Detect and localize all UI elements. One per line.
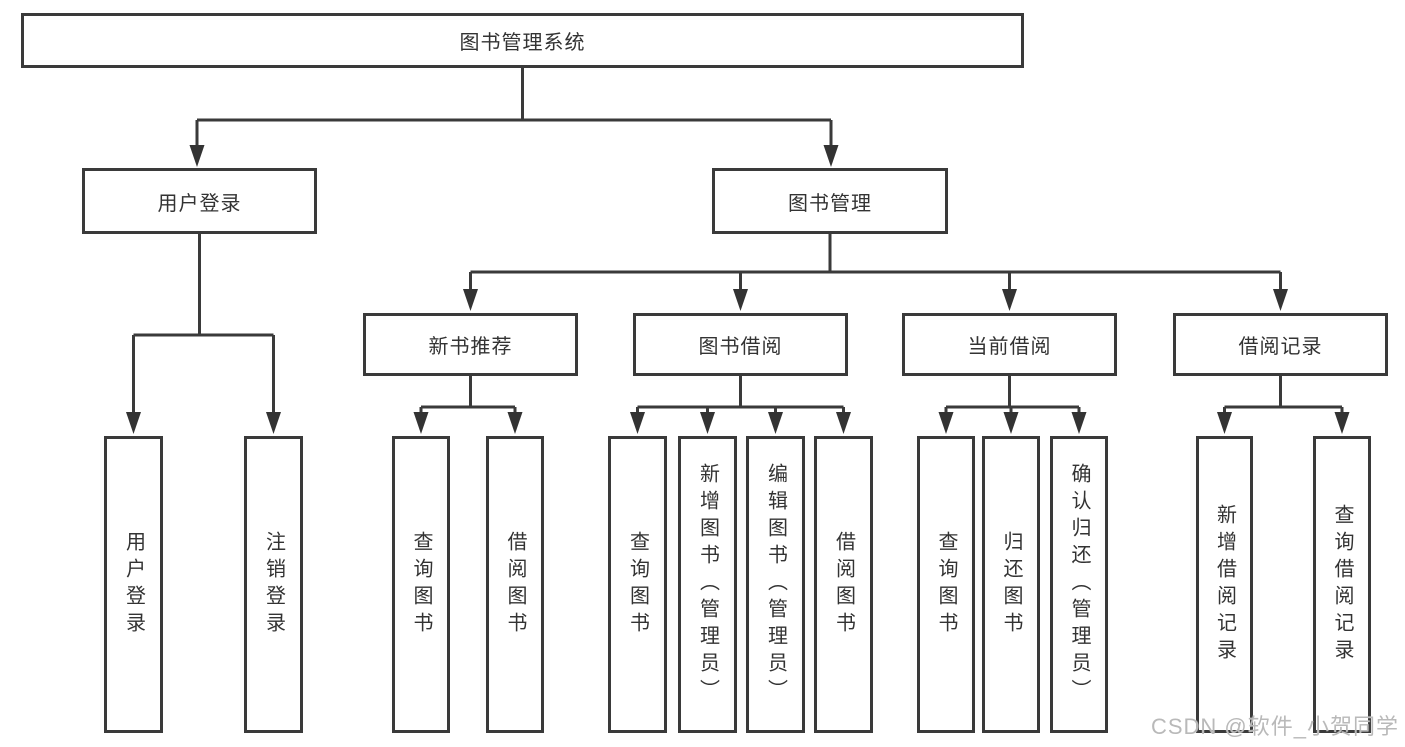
leaf-query-books-recommend: 查询图书 — [392, 436, 450, 733]
node-current-borrow: 当前借阅 — [902, 313, 1117, 376]
node-current-borrow-label: 当前借阅 — [967, 336, 1052, 358]
leaf-confirm-return-admin: 确认归还（管理员） — [1050, 436, 1108, 733]
node-root: 图书管理系统 — [21, 13, 1024, 68]
leaf-return-books-label: 归还图书 — [1000, 530, 1022, 639]
node-borrow-records-label: 借阅记录 — [1238, 336, 1323, 358]
leaf-return-books: 归还图书 — [982, 436, 1040, 733]
leaf-borrow-books-recommend-label: 借阅图书 — [504, 530, 526, 639]
arrowheads — [126, 145, 1350, 434]
leaf-query-books-borrow-label: 查询图书 — [626, 530, 649, 639]
node-user-login-label: 用户登录 — [157, 192, 242, 215]
leaf-add-borrow-record-label: 新增借阅记录 — [1213, 503, 1236, 666]
leaf-logout: 注销登录 — [244, 436, 303, 733]
leaf-query-books-recommend-label: 查询图书 — [410, 530, 432, 639]
node-book-management: 图书管理 — [712, 168, 948, 234]
node-user-login: 用户登录 — [82, 168, 317, 234]
leaf-borrow-books-recommend: 借阅图书 — [486, 436, 544, 733]
node-borrow-records: 借阅记录 — [1173, 313, 1388, 376]
leaf-edit-books-admin-label: 编辑图书（管理员） — [764, 463, 787, 706]
leaf-query-books-current-label: 查询图书 — [935, 530, 957, 639]
leaf-logout-label: 注销登录 — [262, 530, 285, 639]
leaf-query-books-current: 查询图书 — [917, 436, 975, 733]
leaf-edit-books-admin: 编辑图书（管理员） — [746, 436, 805, 733]
leaf-query-books-borrow: 查询图书 — [608, 436, 667, 733]
node-new-book-recommend: 新书推荐 — [363, 313, 578, 376]
node-new-book-recommend-label: 新书推荐 — [428, 336, 513, 358]
leaf-user-login-label: 用户登录 — [122, 530, 145, 639]
leaf-confirm-return-admin-label: 确认归还（管理员） — [1068, 463, 1090, 706]
node-book-management-label: 图书管理 — [788, 192, 872, 215]
node-book-borrow: 图书借阅 — [633, 313, 848, 376]
leaf-query-borrow-record-label: 查询借阅记录 — [1331, 503, 1353, 666]
leaf-add-borrow-record: 新增借阅记录 — [1196, 436, 1253, 733]
leaf-borrow-books: 借阅图书 — [814, 436, 873, 733]
node-book-borrow-label: 图书借阅 — [698, 336, 783, 358]
leaf-query-borrow-record: 查询借阅记录 — [1313, 436, 1371, 733]
node-root-label: 图书管理系统 — [459, 32, 586, 54]
leaf-add-books-admin: 新增图书（管理员） — [678, 436, 737, 733]
leaf-add-books-admin-label: 新增图书（管理员） — [696, 463, 719, 706]
csdn-watermark: CSDN @软件_小贺同学 — [1150, 714, 1399, 739]
leaf-borrow-books-label: 借阅图书 — [832, 530, 855, 639]
leaf-user-login: 用户登录 — [104, 436, 163, 733]
